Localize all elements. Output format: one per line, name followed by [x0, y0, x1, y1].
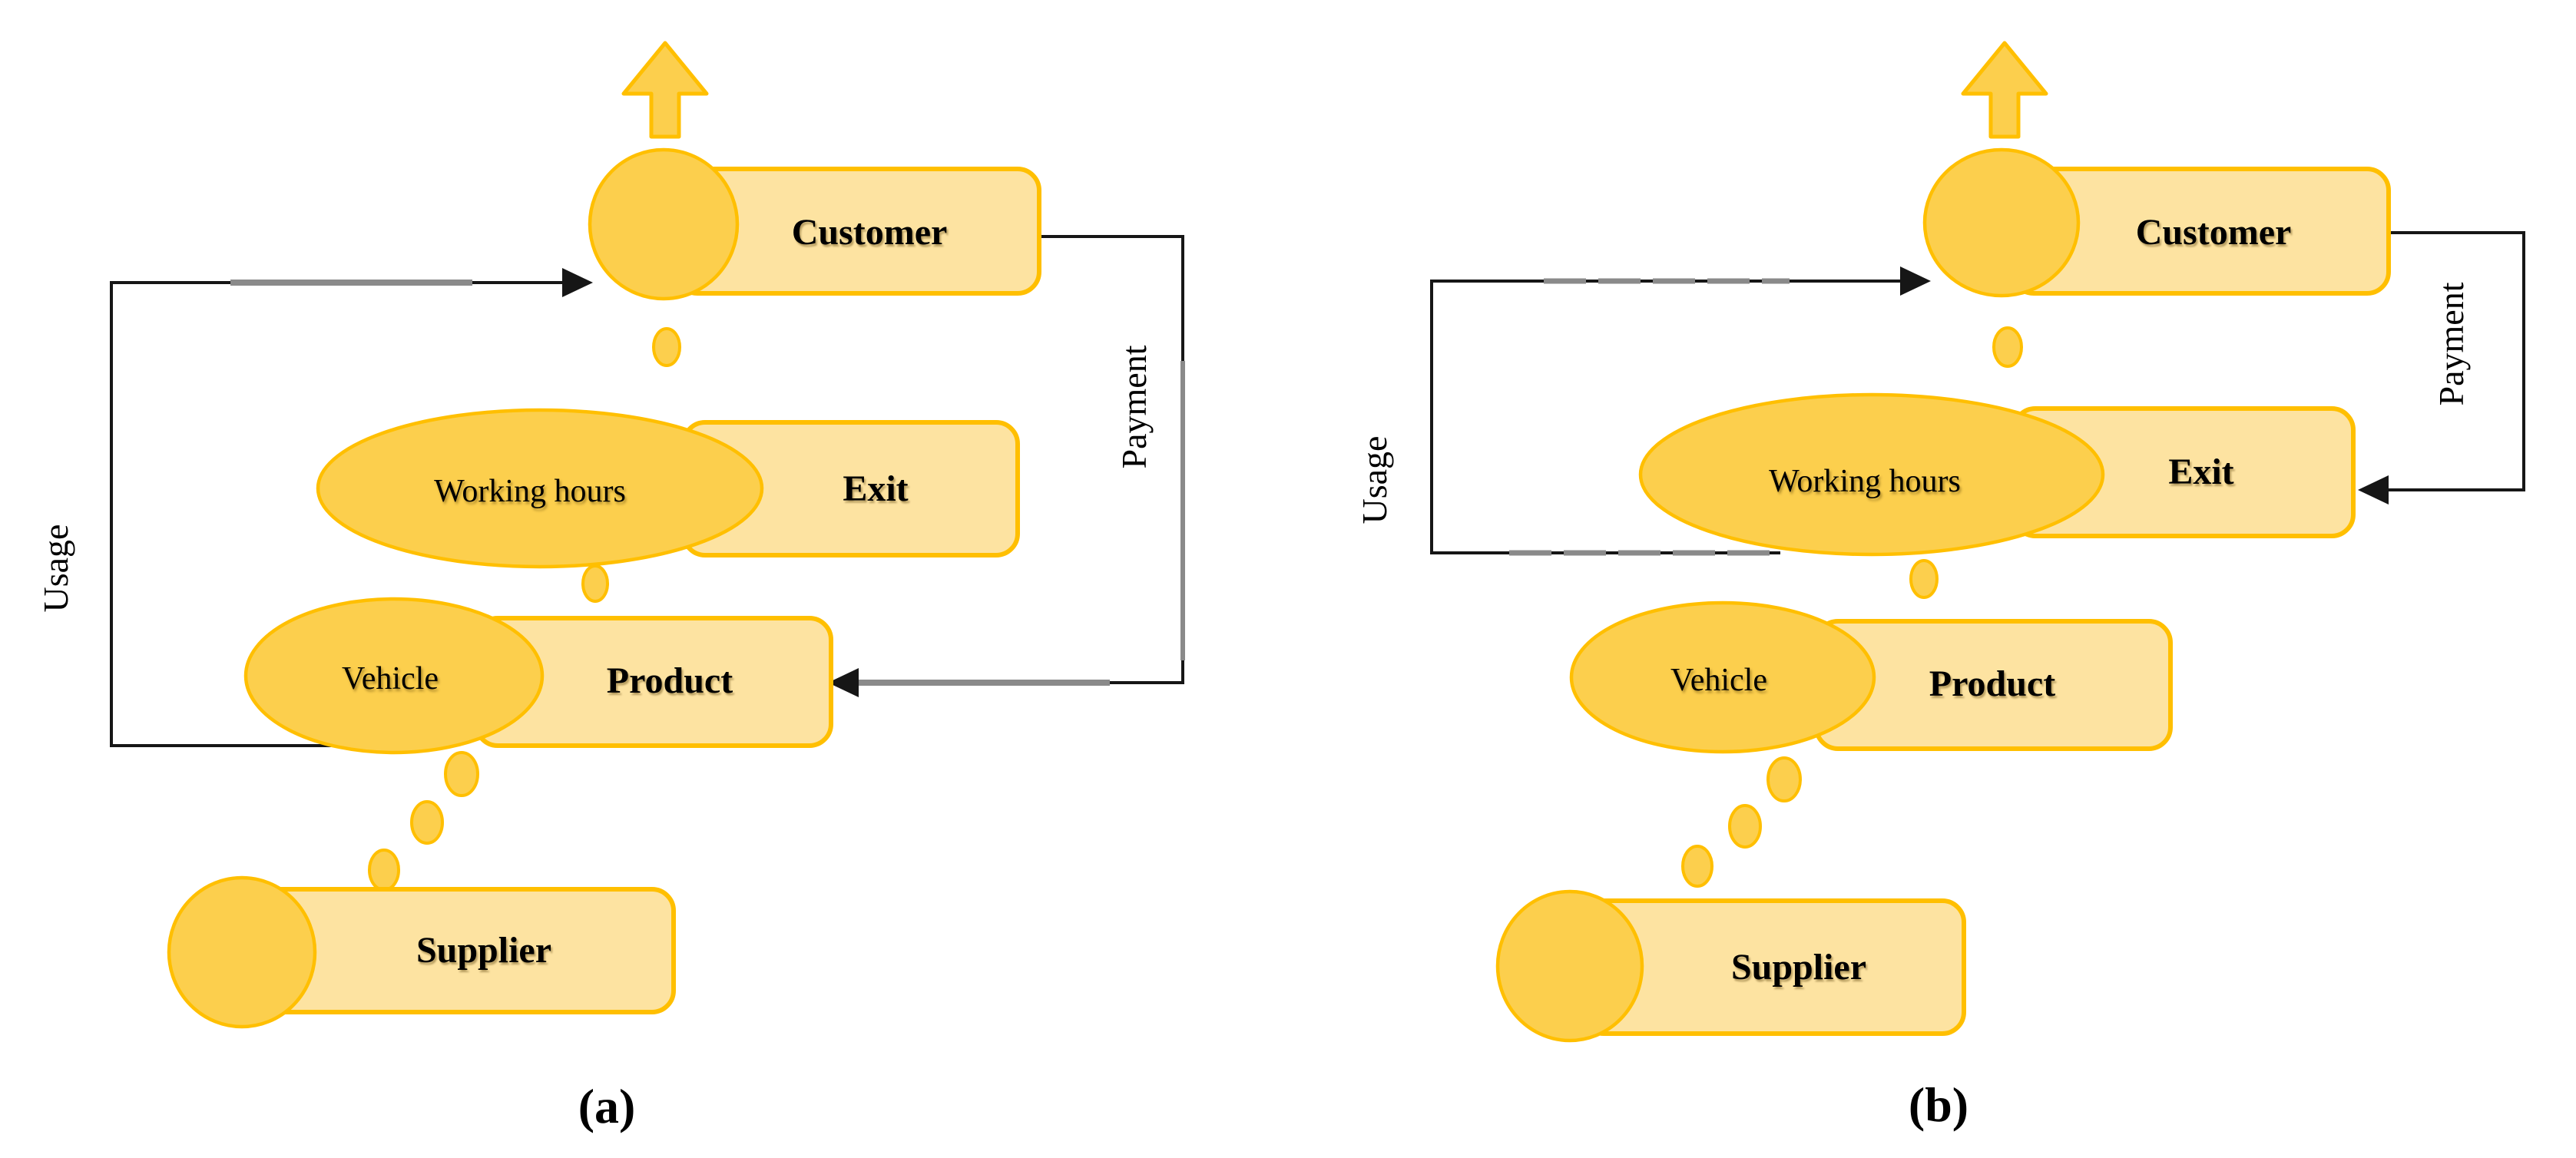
- trail-dot-a-3: [368, 849, 400, 892]
- link-dot-a-1: [652, 327, 681, 367]
- trail-dot-a-2: [410, 800, 444, 845]
- up-arrow-icon-a: [621, 41, 709, 139]
- supplier-circle-a: [167, 875, 317, 1029]
- vehicle-label-b: Vehicle: [1670, 663, 1767, 698]
- up-arrow-icon-b: [1961, 41, 2048, 139]
- usage-arrowhead-b: [1900, 266, 1931, 296]
- working-hours-ellipse-b: [1638, 392, 2105, 557]
- product-label-b: Product: [1929, 663, 2055, 704]
- payment-label-a: Payment: [1114, 345, 1154, 468]
- trail-dot-a-1: [444, 751, 479, 797]
- panel-a: Usage Payment Customer Working hours Exi…: [36, 41, 1185, 1133]
- customer-label-a: Customer: [792, 212, 948, 253]
- working-hours-ellipse-a: [316, 408, 764, 569]
- supplier-label-a: Supplier: [416, 930, 551, 971]
- payment-arrowhead-a: [828, 668, 859, 697]
- exit-label-a: Exit: [843, 468, 908, 509]
- customer-circle-b: [1922, 147, 2081, 298]
- product-label-a: Product: [607, 660, 733, 701]
- panel-b: Usage Payment Customer Working hours Exi…: [1355, 41, 2525, 1132]
- trail-dot-b-2: [1728, 804, 1762, 849]
- vehicle-ellipse-a: [243, 597, 545, 755]
- usage-label-b: Usage: [1355, 436, 1394, 524]
- usage-label-a: Usage: [36, 524, 75, 613]
- working-hours-label-b: Working hours: [1769, 464, 1961, 499]
- payment-arrowhead-b: [2358, 475, 2389, 505]
- exit-label-b: Exit: [2168, 452, 2233, 492]
- usage-arrowhead-a: [562, 268, 593, 297]
- working-hours-label-a: Working hours: [434, 474, 626, 509]
- customer-label-b: Customer: [2136, 212, 2292, 253]
- vehicle-ellipse-b: [1569, 601, 1876, 754]
- supplier-label-b: Supplier: [1731, 947, 1866, 988]
- supplier-circle-b: [1495, 889, 1644, 1043]
- link-dot-b-2: [1909, 559, 1939, 599]
- link-dot-b-1: [1992, 326, 2023, 368]
- link-dot-a-2: [581, 564, 609, 603]
- panel-a-caption: (a): [578, 1079, 636, 1133]
- trail-dot-b-1: [1766, 756, 1802, 802]
- trail-dot-b-3: [1681, 845, 1713, 888]
- payment-label-b: Payment: [2432, 282, 2471, 405]
- panel-b-caption: (b): [1909, 1077, 1968, 1132]
- vehicle-label-a: Vehicle: [342, 661, 439, 696]
- payment-connector-b: [2384, 231, 2525, 491]
- customer-circle-a: [588, 147, 740, 301]
